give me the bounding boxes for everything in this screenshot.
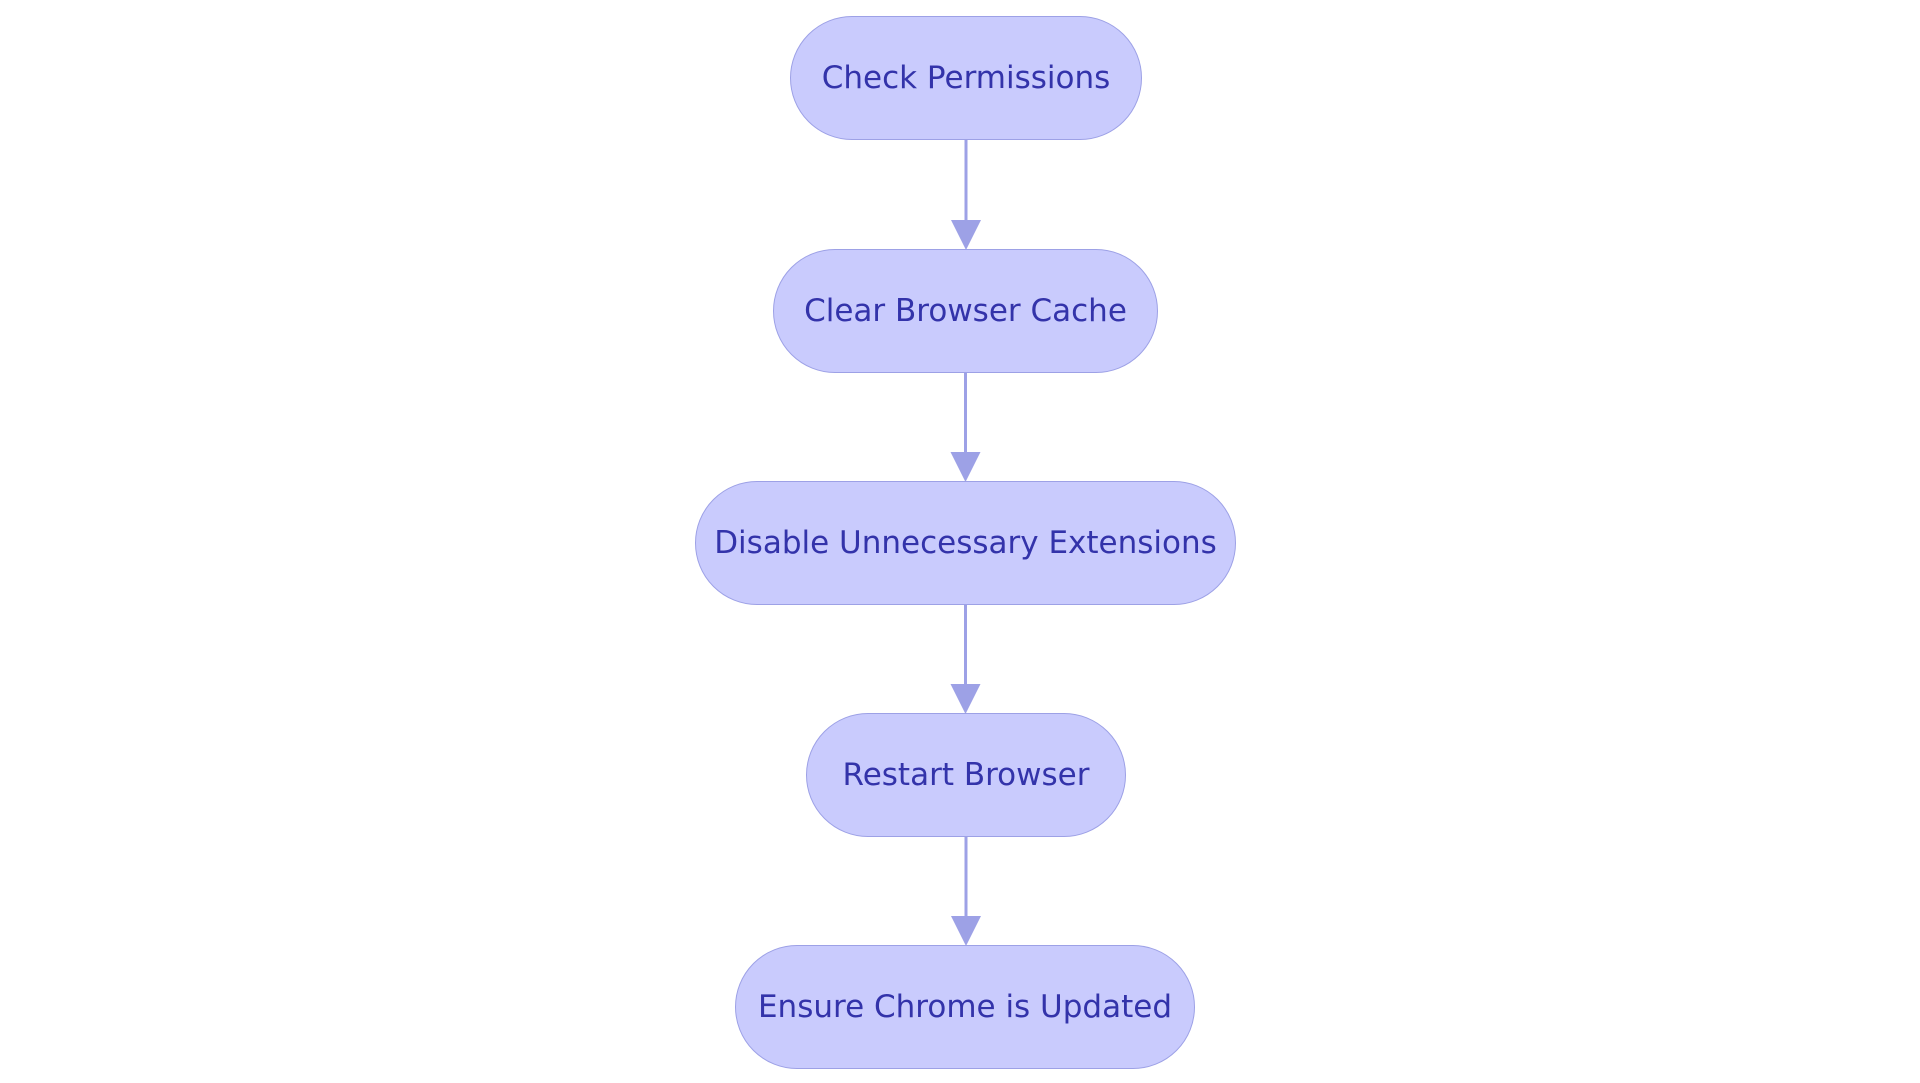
flow-node-restart-browser: Restart Browser	[806, 713, 1126, 837]
node-label: Clear Browser Cache	[804, 293, 1127, 329]
node-label: Check Permissions	[821, 60, 1111, 96]
flow-node-disable-unnecessary-extensions: Disable Unnecessary Extensions	[695, 481, 1236, 605]
flow-node-check-permissions: Check Permissions	[790, 16, 1142, 140]
flow-node-clear-browser-cache: Clear Browser Cache	[773, 249, 1158, 373]
node-label: Ensure Chrome is Updated	[757, 989, 1173, 1025]
node-label: Restart Browser	[842, 757, 1090, 793]
flow-node-ensure-chrome-is-updated: Ensure Chrome is Updated	[735, 945, 1195, 1069]
node-label: Disable Unnecessary Extensions	[714, 525, 1217, 561]
